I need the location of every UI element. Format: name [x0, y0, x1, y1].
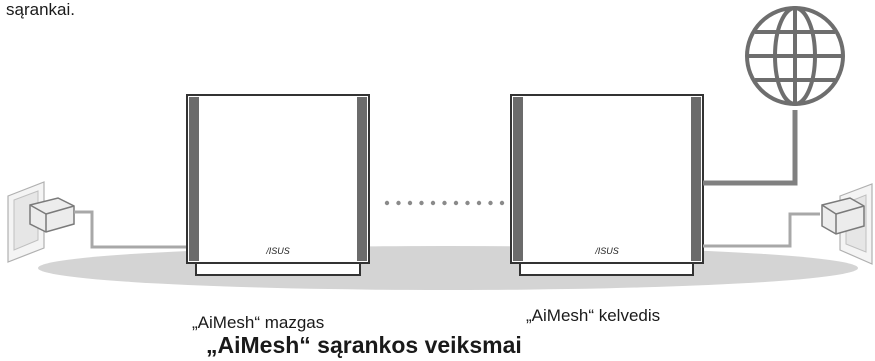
wireless-dot: [476, 200, 482, 206]
power-adapter-left: [29, 197, 75, 233]
wireless-dot: [430, 200, 436, 206]
aimesh-router-device: /ISUS: [510, 94, 704, 276]
wireless-dot: [442, 200, 447, 206]
wireless-dot: [453, 200, 459, 206]
internet-cable: [703, 110, 798, 186]
wireless-dot: [384, 200, 390, 206]
power-cable-right: [703, 212, 820, 248]
power-cable-left: [74, 210, 190, 249]
wireless-dot: [499, 200, 505, 206]
floor-shadow: [38, 246, 858, 290]
node-label: „AiMesh“ mazgas: [192, 313, 325, 332]
globe-icon: [745, 6, 845, 106]
wireless-link-dots: [384, 200, 505, 206]
wireless-dot: [465, 200, 470, 206]
router-brand-logo: /ISUS: [594, 246, 619, 256]
intro-text: sąrankai.: [6, 0, 75, 19]
diagram-caption: „AiMesh“ sąrankos veiksmai: [206, 332, 522, 358]
aimesh-node-device: /ISUS: [186, 94, 370, 276]
node-brand-logo: /ISUS: [265, 246, 290, 256]
wireless-dot: [407, 200, 413, 206]
wireless-dot: [419, 200, 424, 206]
wireless-dot: [396, 200, 401, 206]
router-label: „AiMesh“ kelvedis: [526, 306, 661, 325]
power-adapter-right: [821, 197, 865, 235]
wireless-dot: [488, 200, 493, 206]
